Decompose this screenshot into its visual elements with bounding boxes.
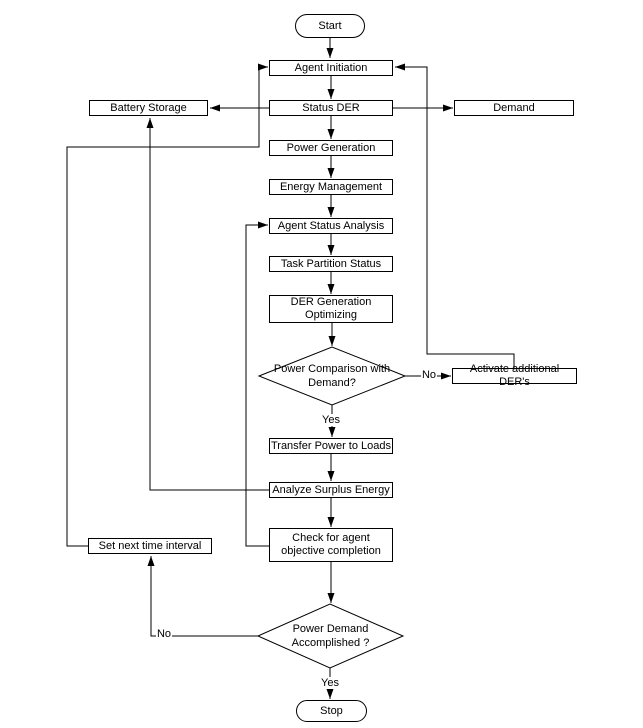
node-task-partition-status: Task Partition Status	[269, 256, 393, 272]
node-der-generation-optimizing-line1: DER Generation	[290, 296, 372, 308]
node-set-next-time-interval-label: Set next time interval	[98, 539, 202, 552]
node-power-comparison-line1: Power Comparison with	[273, 363, 391, 375]
node-power-generation-label: Power Generation	[286, 141, 376, 154]
node-power-comparison-label: Power Comparison with Demand?	[259, 360, 405, 392]
node-agent-initiation-label: Agent Initiation	[294, 61, 368, 74]
node-check-objective-line2: objective completion	[281, 545, 381, 557]
node-start-label: Start	[318, 19, 342, 32]
node-stop-label: Stop	[320, 704, 343, 717]
node-agent-status-analysis-label: Agent Status Analysis	[277, 219, 385, 232]
node-demand: Demand	[454, 100, 574, 116]
edge-check-objective-to-agent-status-analysis	[245, 221, 269, 547]
node-check-objective-line1: Check for agent	[292, 532, 370, 544]
edge-activate-to-agent-initiation	[395, 63, 515, 368]
node-demand-label: Demand	[493, 101, 535, 114]
decision-power-demand	[256, 603, 405, 669]
node-energy-management-label: Energy Management	[279, 180, 383, 193]
edge-set-interval-to-agent-initiation	[66, 63, 268, 547]
node-analyze-surplus-energy-label: Analyze Surplus Energy	[272, 483, 390, 496]
node-power-demand-label: Power Demand Accomplished ?	[258, 620, 403, 652]
edge-analyze-surplus-to-battery-storage	[146, 118, 269, 491]
node-der-generation-optimizing: DER Generation Optimizing	[269, 295, 393, 323]
node-power-demand-line1: Power Demand	[292, 623, 369, 635]
node-set-next-time-interval: Set next time interval	[88, 538, 212, 554]
node-status-der: Status DER	[269, 100, 393, 116]
node-der-generation-optimizing-line2: Optimizing	[305, 309, 357, 321]
node-stop: Stop	[296, 700, 367, 722]
node-transfer-power-to-loads: Transfer Power to Loads	[269, 438, 393, 454]
node-power-generation: Power Generation	[269, 140, 393, 156]
node-status-der-label: Status DER	[302, 101, 360, 114]
edge-power-demand-no-to-set-interval	[147, 556, 258, 637]
node-analyze-surplus-energy: Analyze Surplus Energy	[269, 482, 393, 498]
node-check-objective: Check for agent objective completion	[269, 528, 393, 562]
node-task-partition-status-label: Task Partition Status	[280, 257, 382, 270]
node-battery-storage-label: Battery Storage	[110, 101, 187, 114]
node-power-comparison-line2: Demand?	[308, 377, 356, 389]
node-power-demand-line2: Accomplished ?	[291, 637, 370, 649]
edge-label-demand-yes: Yes	[320, 677, 340, 689]
node-activate-additional-ders: Activate additional DER's	[452, 363, 577, 388]
decision-power-comparison	[257, 346, 407, 406]
edge-label-comparison-yes: Yes	[321, 414, 341, 426]
edge-label-comparison-no: No	[420, 369, 438, 381]
node-battery-storage: Battery Storage	[89, 100, 208, 116]
node-start: Start	[295, 14, 365, 38]
node-agent-status-analysis: Agent Status Analysis	[269, 218, 393, 234]
edge-label-demand-no: No	[155, 628, 173, 640]
node-agent-initiation: Agent Initiation	[269, 60, 393, 76]
node-transfer-power-to-loads-label: Transfer Power to Loads	[270, 439, 392, 452]
node-energy-management: Energy Management	[269, 179, 393, 195]
node-activate-additional-ders-label: Activate additional DER's	[469, 363, 560, 388]
